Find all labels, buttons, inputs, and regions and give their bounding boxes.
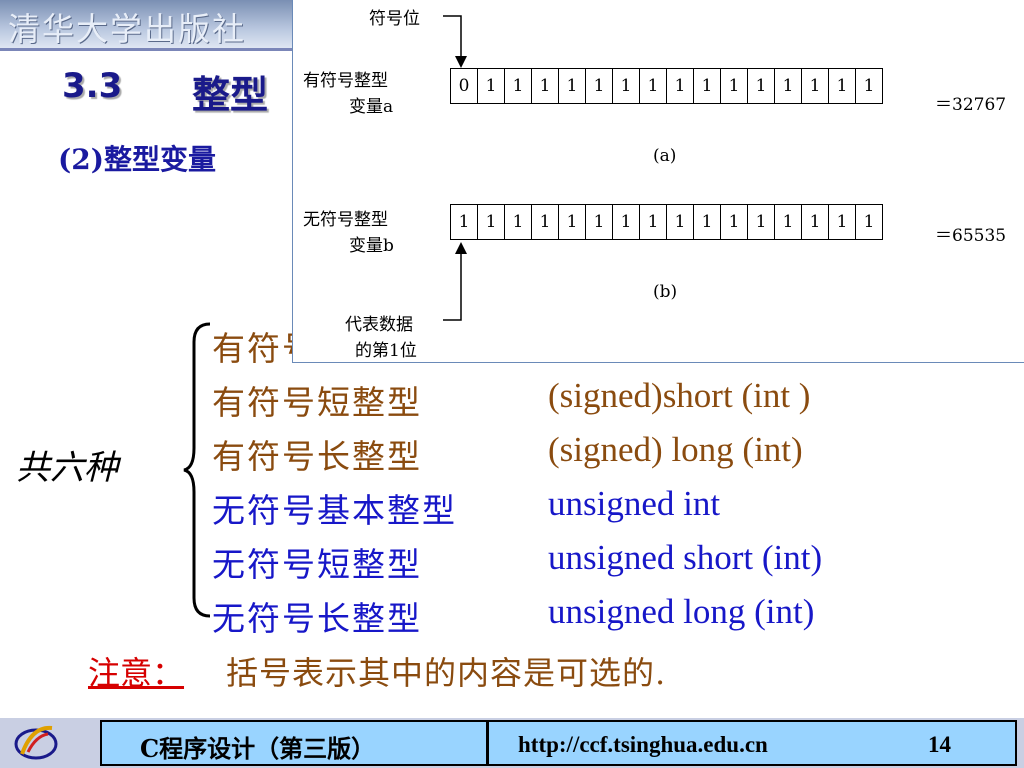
type-c-keyword: (signed)short (int ) [548, 376, 811, 415]
section-number: 3.3 [62, 66, 123, 106]
footer-info-box [100, 720, 1017, 766]
b-bit-cell: 1 [720, 204, 748, 240]
b-bit-cell: 1 [585, 204, 613, 240]
var-b-name: 变量b [349, 236, 394, 256]
var-a-name: 变量a [349, 97, 394, 117]
arrow-up-icon [443, 242, 467, 321]
type-c-keyword: unsigned short (int) [548, 538, 823, 577]
a-bit-cell: 1 [477, 68, 505, 104]
sign-bit-label: 符号位 [369, 9, 420, 29]
a-bit-cell: 0 [450, 68, 478, 104]
a-bit-cell: 1 [693, 68, 721, 104]
a-bit-cell: 1 [612, 68, 640, 104]
publisher-banner [0, 0, 300, 48]
a-bit-cell: 1 [774, 68, 802, 104]
footer-divider [486, 720, 489, 766]
b-bit-cell: 1 [477, 204, 505, 240]
book-title: C程序设计（第三版） [140, 734, 376, 763]
caption-b: (b) [653, 282, 678, 302]
total-types-label: 共六种 [16, 448, 118, 488]
header-divider [0, 48, 300, 51]
type-chinese-name: 无符号短整型 [212, 545, 422, 584]
sub-heading: (2)整型变量 [58, 143, 216, 176]
b-bit-cell: 1 [747, 204, 775, 240]
type-chinese-name: 无符号基本整型 [212, 491, 457, 530]
var-a-label: 有符号整型 [303, 71, 388, 91]
type-c-keyword: (signed) long (int) [548, 430, 803, 469]
a-bit-cell: 1 [828, 68, 856, 104]
data-bit-label: 代表数据 [345, 315, 413, 335]
var-b-value: ＝65535 [935, 226, 1007, 246]
b-bit-cell: 1 [693, 204, 721, 240]
b-bit-cell: 1 [531, 204, 559, 240]
b-bit-cell: 1 [855, 204, 883, 240]
var-a-value: ＝32767 [935, 95, 1007, 115]
type-c-keyword: unsigned int [548, 484, 721, 523]
a-bit-cell: 1 [531, 68, 559, 104]
b-bit-cell: 1 [558, 204, 586, 240]
type-chinese-name: 无符号长整型 [212, 599, 422, 638]
b-bit-cell: 1 [639, 204, 667, 240]
note-text: 括号表示其中的内容是可选的. [226, 654, 667, 692]
a-bit-cell: 1 [639, 68, 667, 104]
page-number: 14 [928, 732, 951, 757]
arrow-down-icon [443, 15, 467, 68]
b-bit-cell: 1 [828, 204, 856, 240]
b-bit-cell: 1 [774, 204, 802, 240]
b-bit-cell: 1 [450, 204, 478, 240]
b-bit-cell: 1 [504, 204, 532, 240]
var-b-label: 无符号整型 [303, 210, 388, 230]
a-bit-cell: 1 [801, 68, 829, 104]
a-bit-cell: 1 [720, 68, 748, 104]
caption-a: (a) [653, 146, 677, 166]
section-title: 整型 [192, 73, 269, 117]
type-chinese-name: 有符号短整型 [212, 383, 422, 422]
a-bit-cell: 1 [558, 68, 586, 104]
b-bit-cell: 1 [666, 204, 694, 240]
type-c-keyword: unsigned long (int) [548, 592, 815, 631]
publisher-name: 清华大学出版社 [8, 10, 247, 48]
a-bit-cell: 1 [504, 68, 532, 104]
data-bit-label-2: 的第1位 [355, 341, 417, 361]
site-url-link[interactable]: http://ccf.tsinghua.edu.cn [518, 732, 768, 757]
a-bit-cell: 1 [855, 68, 883, 104]
a-bit-cell: 1 [747, 68, 775, 104]
note-label: 注意： [88, 654, 185, 692]
publisher-logo-icon [14, 725, 58, 760]
curly-brace-icon [183, 322, 211, 618]
b-bit-cell: 1 [801, 204, 829, 240]
b-bit-cell: 1 [612, 204, 640, 240]
a-bit-cell: 1 [585, 68, 613, 104]
type-chinese-name: 有符号长整型 [212, 437, 422, 476]
a-bit-cell: 1 [666, 68, 694, 104]
